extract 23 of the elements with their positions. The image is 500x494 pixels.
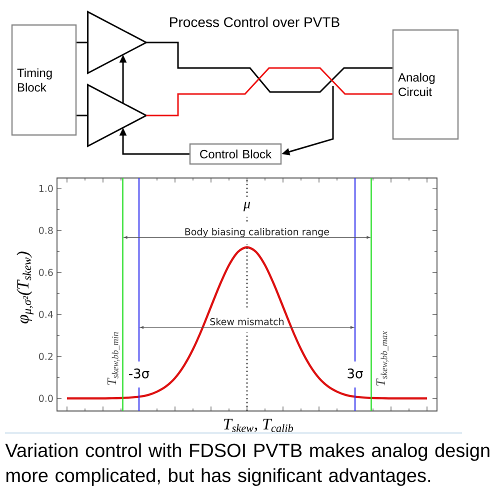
y-tick-label: 0.8	[38, 226, 53, 234]
annotation-label: Skew mismatch	[210, 318, 284, 326]
y-tick-label: 0.6	[38, 268, 53, 276]
y-tick-label: 1.0	[39, 184, 53, 192]
block-box: Control Block	[189, 143, 282, 165]
y-tick-label: 0.0	[38, 394, 53, 402]
annotation-label: 3σ	[348, 368, 363, 378]
block-box: Timing Block	[11, 24, 77, 136]
caption: Variation control with FDSOI PVTB makes analog design more complicated, but has significant advantages.	[5, 443, 490, 486]
annotation-label: -3σ	[129, 368, 150, 378]
annotation-label: Body biasing calibration range	[185, 228, 329, 238]
connector-line	[146, 42, 392, 93]
y-axis-title: φ$_{μ,σ²}$(T$_{skew}$)	[16, 252, 34, 324]
connector-line	[76, 114, 88, 116]
x-axis-title: T$_{skew}$, T$_{calib}$	[224, 418, 294, 432]
annotation-label: μ	[243, 202, 250, 212]
connector-line	[146, 67, 392, 116]
connector-line	[76, 42, 88, 44]
line-series	[66, 246, 428, 400]
y-tick-label: 0.4	[38, 310, 53, 318]
block-box: Analog Circuit	[392, 29, 459, 140]
y-tick-label: 0.2	[38, 352, 53, 360]
title: Process Control over PVTB	[170, 16, 340, 28]
